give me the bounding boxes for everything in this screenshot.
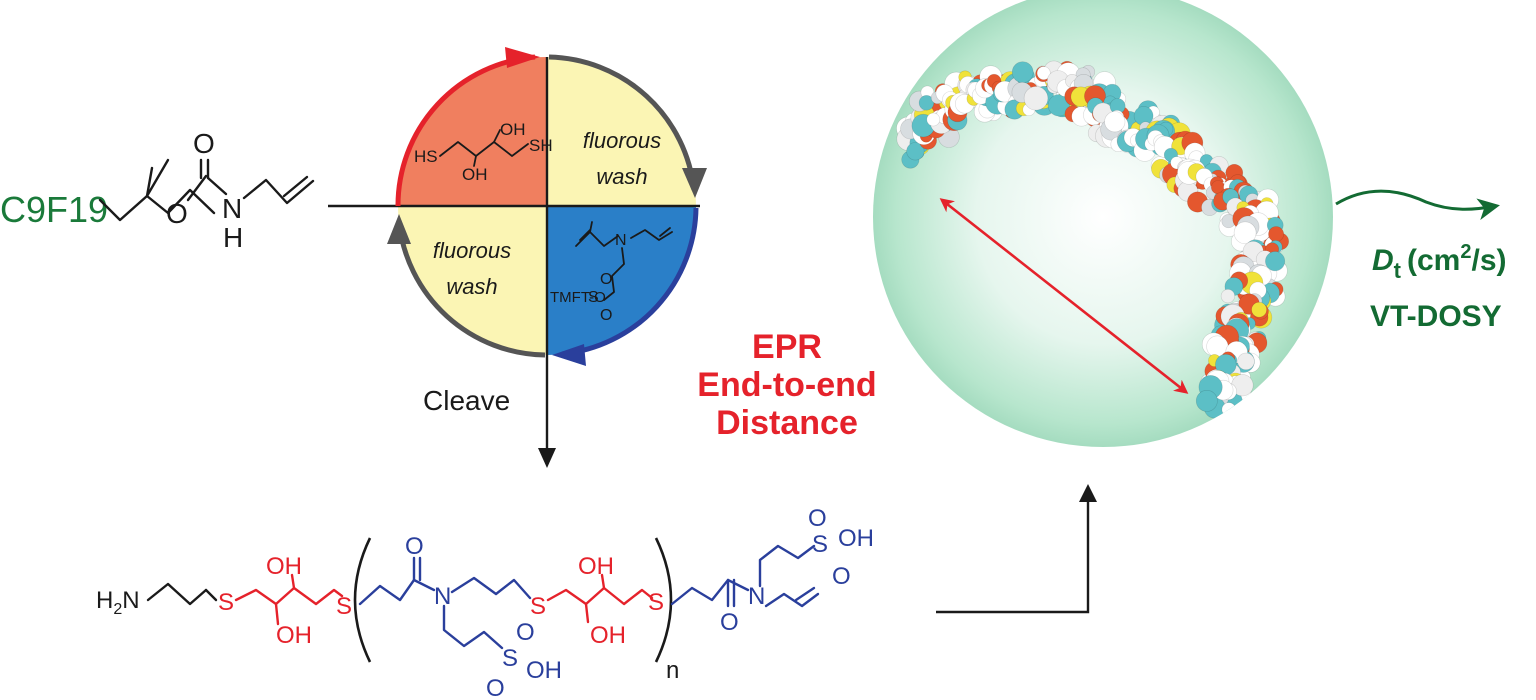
atom-sphere [906,142,925,161]
epr-label: EPR [752,328,822,366]
svg-text:O: O [516,619,535,646]
carbonyl-oxygen-label: O [193,128,215,159]
atom-sphere [926,112,941,127]
methyl-bond [145,166,154,198]
red-arc [395,54,536,207]
atom-sphere [1221,402,1237,417]
atom-sphere [1104,111,1126,133]
amide-nitrogen-label: N [222,193,242,224]
atom-sphere [1023,86,1049,111]
atom-sphere [918,95,935,111]
svg-text:O: O [720,609,739,636]
svg-text:N: N [434,583,451,610]
svg-text:O: O [808,505,827,532]
end-to-end-distance-arrow [939,198,1189,394]
blue-arc [561,207,699,357]
svg-text:S: S [588,289,599,306]
atom-sphere [1036,66,1051,80]
amide-hydrogen-label: H [223,222,243,253]
svg-text:S: S [502,645,518,672]
cleave-label: Cleave [423,385,510,416]
product-polymer: H2N S OH OH S O N S O O OH S OH OH S n [96,505,874,700]
atom-sphere [1195,389,1218,412]
amine-label: H2N [96,587,140,618]
fluorous-tag-label: C9F19 [0,189,108,230]
svg-text:S: S [336,593,352,620]
svg-text:OH: OH [590,622,626,649]
dithiothreitol-structure: HS OH SH OH [414,120,553,184]
atom-sphere [1047,94,1070,117]
svg-text:OH: OH [838,525,874,552]
svg-text:O: O [405,533,424,560]
svg-text:SH: SH [529,136,553,155]
atom-sphere [1265,251,1286,272]
wash-label-bottom-line2: wash [446,274,497,299]
wash-label-top-line2: wash [596,164,647,189]
to-sphere-arrow [936,498,1090,614]
atom-sphere [1011,61,1034,83]
svg-text:S: S [530,593,546,620]
atom-sphere [1251,301,1267,318]
svg-text:S: S [218,589,234,616]
wash-label-top-line1: fluorous [583,128,661,153]
fluorous-linker-bond [98,188,216,222]
gray-arc-top [548,54,697,191]
cleave-arrowhead [538,448,556,468]
svg-text:N: N [748,583,765,610]
atom-sphere [1233,221,1257,245]
vt-dosy-label: VT-DOSY [1370,300,1502,333]
svg-text:OH: OH [462,165,488,184]
svg-text:O: O [600,271,612,288]
thiol-quadrant [398,57,547,206]
atom-sphere [1268,226,1284,242]
svg-text:HS: HS [414,147,438,166]
polymer-molecule-model [896,60,1290,419]
svg-text:S: S [648,589,664,616]
gray-arc-bottom [396,221,546,358]
repeat-unit-n: n [666,657,679,684]
starting-material: C9F19 O O N H [0,128,315,253]
svg-text:OH: OH [500,120,526,139]
wash-label-bottom-line1: fluorous [433,238,511,263]
svg-text:OH: OH [266,553,302,580]
hydrodynamic-sphere [873,0,1333,447]
repeat-bracket-left [353,537,372,663]
svg-text:O: O [832,563,851,590]
acrylamide-monomer-structure: N S O O TMFT-O [550,221,673,324]
svg-text:O: O [486,675,505,700]
wash-quadrant-bottom [398,206,547,355]
svg-text:O: O [600,307,612,324]
svg-text:S: S [812,531,828,558]
atom-sphere [1220,289,1235,304]
synthesis-cycle: HS OH SH OH fluorous wash fluorous wash … [387,47,707,366]
svg-text:N: N [615,232,627,249]
distance-label: Distance [716,404,858,442]
svg-text:OH: OH [276,622,312,649]
diffusion-arrow [1335,189,1500,221]
svg-text:TMFT-O: TMFT-O [550,289,606,306]
repeat-bracket-right [654,537,673,663]
ester-oxygen-label: O [166,198,188,229]
diffusion-coefficient-label: Dt(cm2/s) [1372,241,1507,283]
monomer-quadrant [547,206,696,355]
red-arc-arrowhead [505,47,540,68]
atom-sphere [1237,352,1255,371]
end-to-end-label: End-to-end [697,366,876,404]
wash-quadrant-top [547,57,696,206]
svg-text:OH: OH [578,553,614,580]
svg-text:OH: OH [526,657,562,684]
